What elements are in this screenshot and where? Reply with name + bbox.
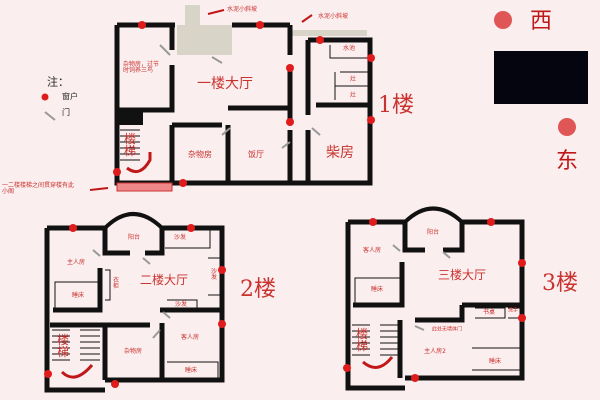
floor2-bed1: 睡床 — [71, 292, 85, 299]
compass — [494, 11, 588, 136]
window — [367, 116, 375, 124]
floor3-master2: 主人房2 — [424, 348, 446, 355]
floor1-label: 1楼 — [378, 93, 414, 118]
floor3-guest: 客人房 — [362, 247, 382, 254]
window — [411, 374, 419, 382]
legend-window: 窗户 — [62, 92, 78, 101]
west-marker — [494, 11, 512, 29]
floor1-stove1: 灶 — [349, 76, 357, 83]
window — [286, 64, 294, 72]
loft-note: 一二楼楼梯之间贯穿楼有此小阁 — [2, 182, 75, 195]
window — [187, 224, 195, 232]
window — [111, 380, 119, 388]
floor1-sink: 水池 — [342, 45, 356, 52]
floor3-balcony: 阳台 — [426, 229, 440, 236]
floor2-stairs: 楼梯 — [57, 333, 70, 359]
legend-title: 注： — [47, 75, 69, 89]
east-marker — [558, 118, 576, 136]
window — [367, 54, 375, 62]
floor2-guest: 客人房 — [180, 334, 200, 341]
floor2-wardrobe: 衣柜 — [113, 277, 120, 290]
floor3-stairs: 楼梯 — [356, 327, 369, 353]
floor2-storage: 杂物房 — [123, 348, 143, 355]
floor3-label: 3楼 — [542, 271, 578, 296]
arrows — [60, 9, 394, 379]
floor2-hall: 二楼大厅 — [139, 273, 189, 287]
window-markers — [41, 21, 526, 388]
floor1-dining: 饭厅 — [248, 150, 264, 159]
window — [316, 36, 324, 44]
floor1-woodshed: 柴房 — [326, 145, 354, 161]
floor2-sofa-top: 沙发 — [173, 234, 187, 241]
floor3-no-wall-note: 此处无墙体门 — [431, 326, 463, 333]
window — [218, 266, 226, 274]
floor1-storage: 杂物房 — [188, 150, 212, 159]
floor2-label: 2楼 — [240, 277, 276, 302]
floor3-bed2: 睡床 — [488, 358, 502, 365]
east-label: 东 — [555, 149, 579, 174]
window — [113, 168, 121, 176]
floor3-wash: 洗手 — [507, 307, 519, 314]
window — [518, 314, 526, 322]
floor2-master: 主人房 — [66, 259, 86, 266]
door-marks — [44, 44, 451, 339]
floor2-bed2: 睡床 — [184, 367, 198, 374]
floor3-hall: 三楼大厅 — [437, 268, 487, 282]
floor1-hall: 一楼大厅 — [197, 76, 253, 92]
house-block — [494, 51, 588, 104]
floor2-sofa-side: 沙发 — [211, 268, 218, 281]
window — [487, 218, 495, 226]
floor1-stairs: 楼梯 — [124, 132, 137, 158]
west-label: 西 — [529, 9, 553, 34]
window — [218, 320, 226, 328]
window — [69, 224, 77, 232]
floor1-storage-note: 杂物房，过节时饲养三鸟 — [123, 61, 160, 74]
window — [179, 179, 187, 187]
floor2-balcony: 阳台 — [127, 234, 141, 241]
slope-label-1: 水泥小斜坡 — [226, 6, 258, 13]
floor2-sofa-mid: 沙发 — [174, 301, 188, 308]
floor1-walls — [114, 5, 373, 192]
window — [369, 218, 377, 226]
window — [44, 370, 52, 378]
window — [286, 118, 294, 126]
window — [256, 21, 264, 29]
floor3-bed1: 睡床 — [370, 286, 384, 293]
legend-door: 门 — [62, 108, 70, 117]
window — [343, 364, 351, 372]
floor3-desk: 书桌 — [482, 309, 496, 316]
floor1-stove2: 灶 — [349, 92, 357, 99]
window — [518, 259, 526, 267]
window — [138, 21, 146, 29]
window-icon — [41, 93, 49, 101]
slope-label-2: 水泥小斜坡 — [317, 13, 349, 20]
